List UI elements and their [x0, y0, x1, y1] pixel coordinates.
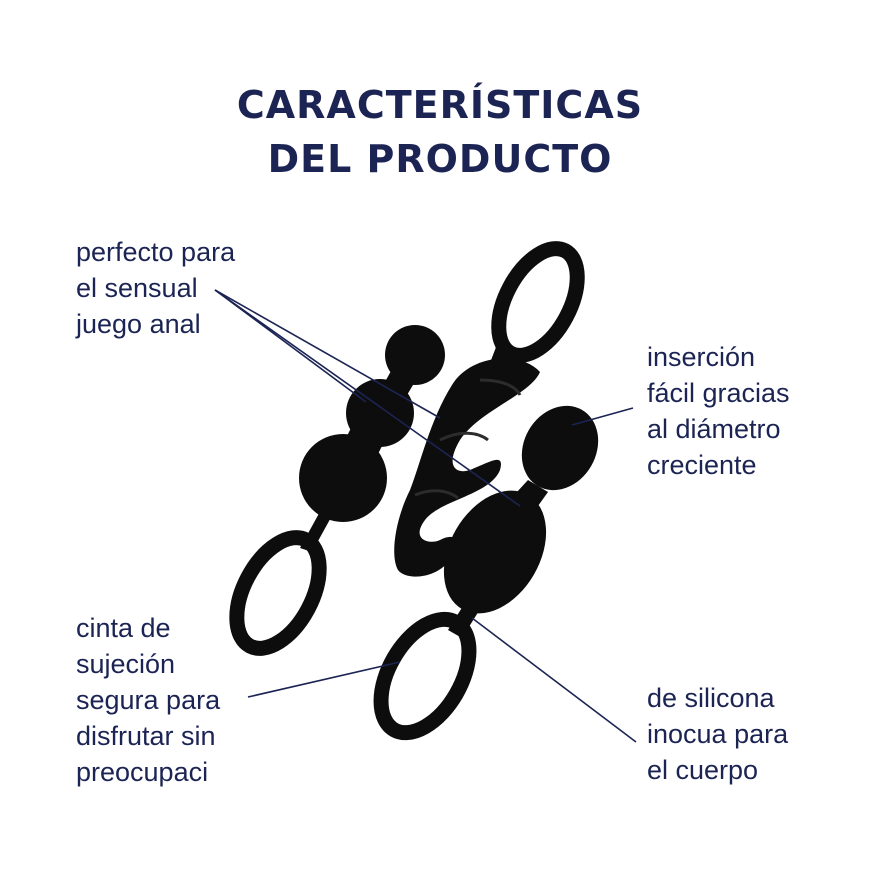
beaded-plug-image [229, 325, 445, 656]
callout-strap-line-4: disfrutar sin [76, 721, 216, 751]
twisted-plug-image [394, 241, 585, 577]
callout-anal-line-1: perfecto para [76, 237, 236, 267]
callout-easy-insertion: inserción fácil gracias al diámetro crec… [647, 339, 790, 483]
callout-silicone: de silicona inocua para el cuerpo [647, 680, 788, 788]
callout-silicone-line-2: inocua para [647, 719, 789, 749]
pointer-lines [214, 289, 637, 743]
title-line-2: DEL PRODUCTO [267, 137, 613, 181]
pointer-line-anal-2 [214, 289, 521, 507]
pointer-line-silicone [471, 617, 637, 743]
callout-anal-line-2: el sensual [76, 273, 198, 303]
callout-silicone-line-1: de silicona [647, 683, 775, 713]
pointer-line-strap [247, 661, 401, 698]
title-line-1: CARACTERÍSTICAS [236, 83, 644, 127]
bulb-plug-image [373, 405, 599, 741]
callout-anal-line-3: juego anal [76, 309, 201, 339]
callout-strap-line-5: preocupaci [76, 757, 209, 787]
callout-safety-strap: cinta de sujeción segura para disfrutar … [76, 610, 220, 790]
callout-silicone-line-3: el cuerpo [647, 755, 759, 785]
pointer-line-anal-3 [214, 289, 367, 403]
pointer-line-insertion [571, 407, 634, 426]
pointer-line-anal-1 [214, 289, 441, 419]
callout-strap-line-2: sujeción [76, 649, 176, 679]
callout-strap-line-1: cinta de [76, 613, 171, 643]
callout-insertion-line-2: fácil gracias [647, 378, 790, 408]
callout-insertion-line-4: creciente [647, 450, 757, 480]
callout-insertion-line-3: al diámetro [647, 414, 781, 444]
callout-insertion-line-1: inserción [647, 342, 756, 372]
callout-strap-line-3: segura para [76, 685, 221, 715]
callout-anal-play: perfecto para el sensual juego anal [76, 234, 235, 342]
